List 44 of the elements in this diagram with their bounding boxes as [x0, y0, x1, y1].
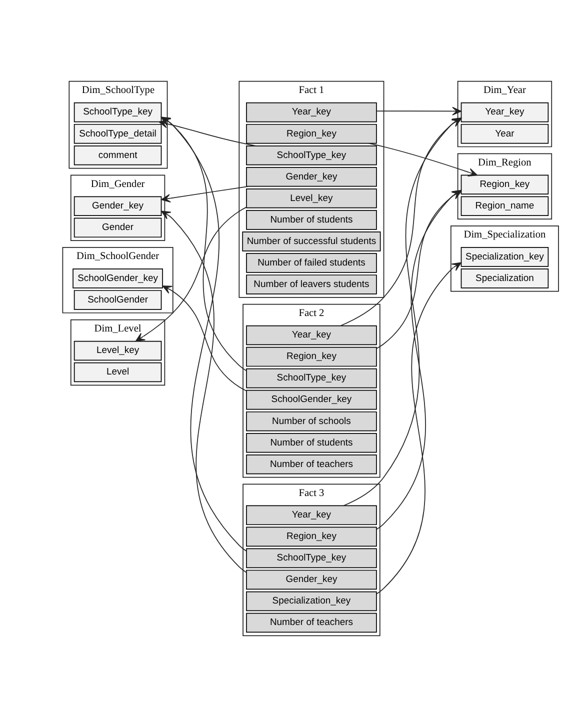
node-box: Region_key: [246, 346, 377, 367]
arrow: [161, 210, 247, 573]
node-box: Gender_key: [246, 166, 377, 187]
node-box: SchoolGender_key: [246, 390, 377, 410]
node-box: Region_name: [460, 196, 549, 216]
arrow: [368, 142, 478, 176]
node-box: Region_key: [460, 174, 549, 195]
node-box: Year_key: [246, 505, 377, 526]
node-box: Number of failed students: [246, 253, 377, 273]
node-box: Number of students: [246, 432, 377, 453]
node-box: Number of schools: [246, 411, 377, 432]
node-box: Region_key: [246, 526, 377, 547]
node-box: SchoolGender: [74, 290, 162, 310]
node-box: SchoolType_key: [246, 145, 377, 166]
node-box: Number of successful students: [242, 232, 381, 252]
node-box: Specialization_key: [246, 591, 377, 612]
node-box: SchoolType_key: [246, 368, 377, 388]
node-box: Year_key: [246, 325, 377, 346]
node-box: Number of teachers: [246, 454, 377, 474]
node-box: Specialization: [460, 268, 549, 288]
node-box: Number of leavers students: [246, 274, 377, 294]
node-box: Number of teachers: [246, 612, 377, 633]
node-box: Year_key: [246, 102, 377, 122]
node-box: Gender_key: [74, 196, 162, 216]
node-box: Level_key: [246, 188, 377, 208]
node-box: Number of students: [246, 210, 377, 230]
node-box: Region_key: [246, 124, 377, 144]
node-box: Year: [460, 124, 549, 144]
node-box: Specialization_key: [460, 247, 549, 267]
arrow: [161, 186, 249, 203]
node-box: SchoolType_key: [246, 548, 377, 568]
node-box: Gender_key: [246, 570, 377, 590]
node-box: SchoolType_detail: [74, 124, 162, 144]
arrow: [376, 262, 462, 594]
node-box: comment: [74, 145, 162, 166]
arrow: [135, 206, 247, 342]
arrow: [376, 106, 462, 116]
node-box: SchoolGender_key: [72, 268, 163, 288]
node-box: Level: [74, 362, 162, 382]
arrow: [162, 286, 247, 392]
node-box: SchoolType_key: [74, 102, 162, 122]
node-box: Level_key: [74, 340, 162, 361]
node-box: Year_key: [460, 102, 549, 122]
node-box: Gender: [74, 218, 162, 238]
